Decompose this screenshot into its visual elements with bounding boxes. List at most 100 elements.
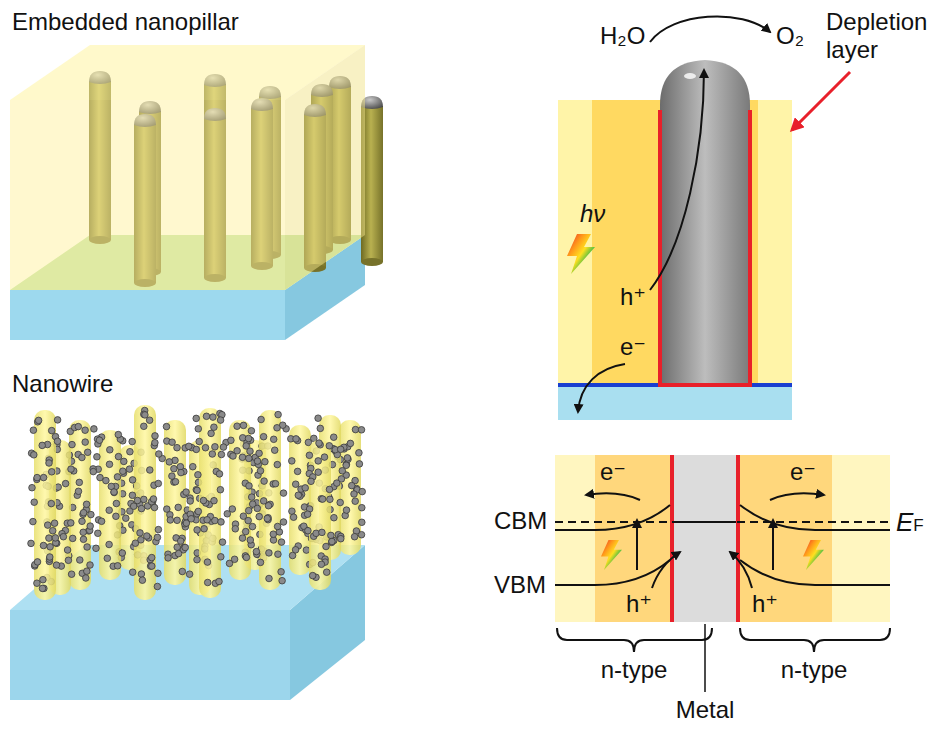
catalyst-particle <box>348 482 355 489</box>
metal-pillar <box>660 60 750 385</box>
catalyst-particle <box>352 498 359 505</box>
catalyst-particle <box>111 489 118 496</box>
catalyst-particle <box>87 523 94 530</box>
catalyst-particle <box>256 513 263 520</box>
substrate <box>558 385 792 420</box>
band-diagram <box>555 455 890 692</box>
catalyst-particle <box>245 435 252 442</box>
electron-arrow-right <box>770 493 824 500</box>
catalyst-particle <box>289 508 296 515</box>
nanowire <box>199 408 221 598</box>
catalyst-particle <box>293 436 300 443</box>
catalyst-particle <box>186 443 193 450</box>
excitation-left <box>636 520 638 570</box>
catalyst-particle <box>326 486 333 493</box>
catalyst-particle <box>44 522 51 529</box>
catalyst-particle <box>211 497 218 504</box>
catalyst-particle <box>75 423 82 430</box>
catalyst-particle <box>165 555 172 562</box>
catalyst-particle <box>351 533 358 540</box>
carrier-label: e⁻ <box>620 333 646 361</box>
electron-arrow-left <box>586 493 640 500</box>
catalyst-particle <box>123 515 130 522</box>
catalyst-particle <box>195 426 202 433</box>
catalyst-particle <box>114 474 121 481</box>
catalyst-particle <box>65 557 72 564</box>
catalyst-particle <box>98 518 105 525</box>
catalyst-particle <box>54 417 61 424</box>
catalyst-particle <box>218 554 225 561</box>
catalyst-particle <box>106 541 113 548</box>
catalyst-particle <box>317 425 324 432</box>
catalyst-particle <box>54 438 61 445</box>
catalyst-particle <box>137 530 144 537</box>
catalyst-particle <box>295 492 302 499</box>
catalyst-particle <box>228 437 235 444</box>
catalyst-particle <box>356 450 363 457</box>
catalyst-particle <box>114 563 121 570</box>
catalyst-particle <box>130 503 137 510</box>
hole-arrow-left <box>652 552 680 588</box>
catalyst-particle <box>194 527 201 534</box>
band-label: VBM <box>494 571 546 599</box>
catalyst-particle <box>201 526 208 533</box>
catalyst-particle <box>113 500 120 507</box>
level-label: EF <box>896 508 924 540</box>
interface-left <box>670 455 674 622</box>
catalyst-particle <box>257 468 264 475</box>
catalyst-particle <box>253 548 260 555</box>
catalyst-particle <box>248 428 255 435</box>
catalyst-particle <box>246 455 253 462</box>
catalyst-particle <box>187 498 194 505</box>
catalyst-particle <box>275 551 282 558</box>
catalyst-particle <box>34 559 41 566</box>
nanowire <box>309 440 331 590</box>
carrier-label: h⁺ <box>752 590 778 618</box>
catalyst-particle <box>84 449 91 456</box>
catalyst-particle <box>265 502 272 509</box>
catalyst-particle <box>129 569 136 576</box>
catalyst-particle <box>271 447 278 454</box>
catalyst-particle <box>248 494 255 501</box>
catalyst-particle <box>129 477 136 484</box>
catalyst-particle <box>210 414 217 421</box>
catalyst-particle <box>242 528 249 535</box>
catalyst-particle <box>77 557 84 564</box>
catalyst-particle <box>327 496 334 503</box>
catalyst-particle <box>218 451 225 458</box>
catalyst-particle <box>80 529 87 536</box>
catalyst-particle <box>119 550 126 557</box>
catalyst-particle <box>190 463 197 470</box>
catalyst-particle <box>30 427 37 434</box>
catalyst-particle <box>266 575 273 582</box>
catalyst-particle <box>338 535 345 542</box>
catalyst-particle <box>139 577 146 584</box>
catalyst-particle <box>48 500 55 507</box>
catalyst-particle <box>64 547 71 554</box>
slab-front <box>10 610 290 700</box>
brace <box>740 628 890 652</box>
catalyst-particle <box>278 539 285 546</box>
catalyst-particle <box>120 468 127 475</box>
catalyst-particle <box>337 446 344 453</box>
catalyst-particle <box>138 505 145 512</box>
carrier-label: h⁺ <box>620 283 646 311</box>
catalyst-particle <box>113 513 120 520</box>
catalyst-particle <box>146 417 153 424</box>
catalyst-particle <box>204 559 211 566</box>
catalyst-particle <box>220 444 227 451</box>
catalyst-particle <box>155 480 162 487</box>
catalyst-particle <box>262 458 269 465</box>
electron-path <box>578 364 625 412</box>
catalyst-particle <box>169 473 176 480</box>
catalyst-particle <box>142 412 149 419</box>
metal-band <box>672 455 738 622</box>
catalyst-particle <box>138 571 145 578</box>
catalyst-particle <box>359 504 366 511</box>
catalyst-particle <box>319 496 326 503</box>
catalyst-particle <box>93 545 100 552</box>
catalyst-particle <box>315 469 322 476</box>
catalyst-particle <box>229 506 236 513</box>
catalyst-particle <box>175 550 182 557</box>
